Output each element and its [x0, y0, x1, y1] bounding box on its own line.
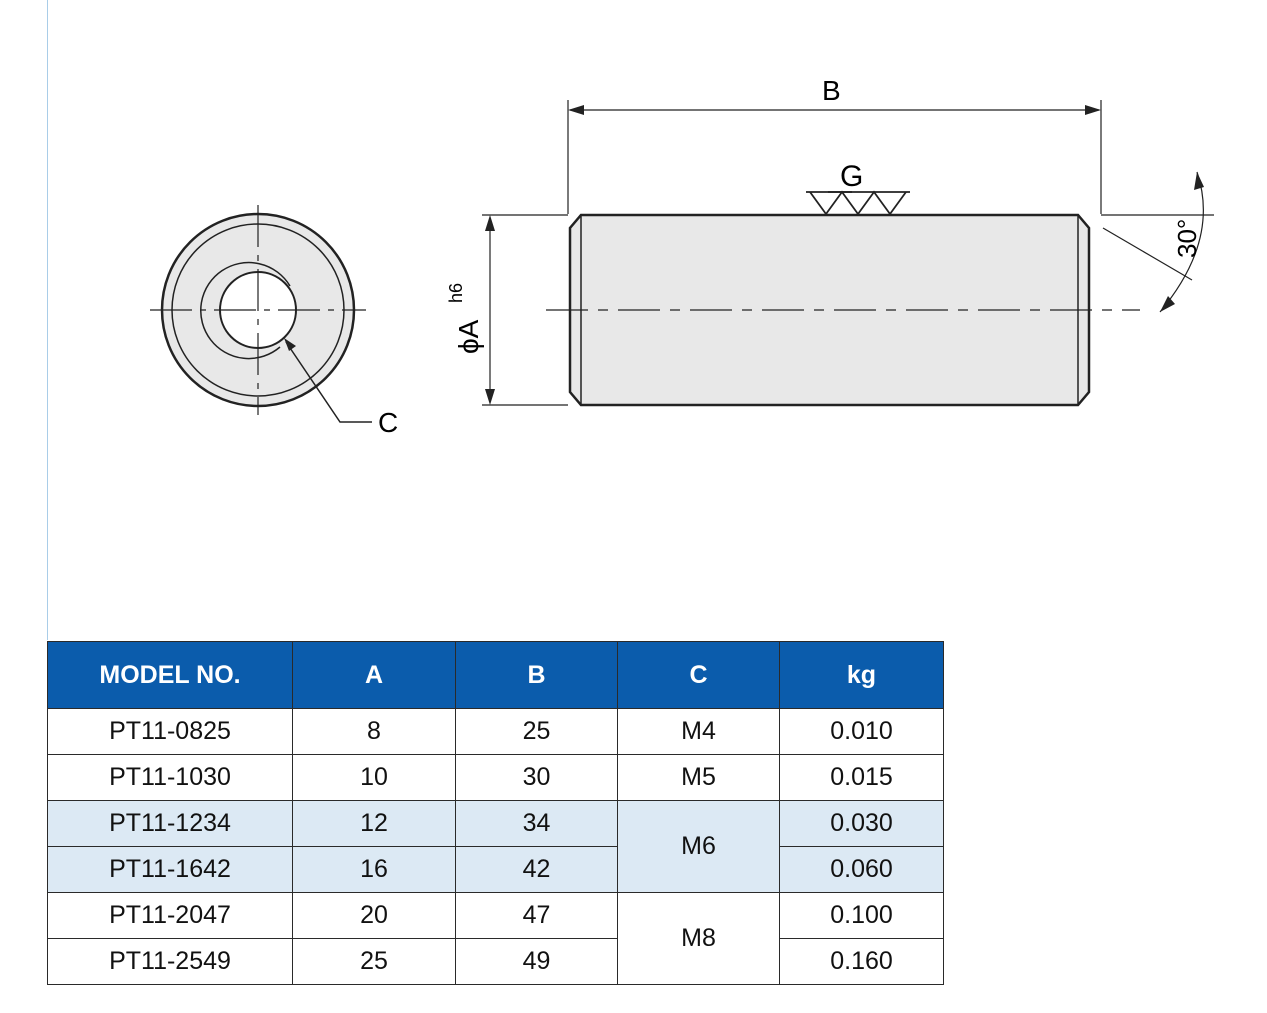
table-row: PT11-1234 12 34 M6 0.030 [47, 800, 944, 893]
a-cell: 20 [292, 892, 456, 939]
model-cell: PT11-1642 [47, 846, 293, 893]
table-row: PT11-0825 8 25 M4 0.010 [47, 708, 944, 755]
grind-label: G [840, 160, 863, 193]
chamfer-angle-dimension [1101, 171, 1214, 313]
c-cell: M6 [617, 800, 780, 893]
b-cell: 25 [455, 708, 618, 755]
leader-arrowhead [284, 338, 296, 351]
model-cell: PT11-1030 [47, 754, 293, 801]
a-cell: 16 [292, 846, 456, 893]
table-header-row: MODEL NO. A B C kg [47, 641, 944, 709]
a-cell: 10 [292, 754, 456, 801]
kg-cell: 0.015 [779, 754, 944, 801]
model-cell: PT11-2549 [47, 938, 293, 985]
side-view [546, 213, 1140, 407]
b-cell: 34 [455, 800, 618, 847]
left-border-line [47, 0, 48, 640]
a-cell: 25 [292, 938, 456, 985]
length-dimension [567, 100, 1102, 214]
header-model-no: MODEL NO. [47, 641, 293, 709]
surface-finish-symbol [806, 190, 910, 216]
spec-table: MODEL NO. A B C kg PT11-0825 8 25 M4 0.0… [47, 641, 944, 985]
kg-cell: 0.100 [779, 892, 944, 939]
triangle-marks [809, 190, 907, 216]
a-cell: 12 [292, 800, 456, 847]
b-cell: 47 [455, 892, 618, 939]
diameter-label: ϕA [453, 319, 484, 354]
length-label: B [822, 75, 841, 106]
end-view [150, 205, 372, 423]
arrow-top [485, 215, 495, 231]
b-cell: 30 [455, 754, 618, 801]
tolerance-label: h6 [446, 283, 466, 303]
kg-cell: 0.060 [779, 846, 944, 893]
arrow-bottom [485, 389, 495, 405]
table-row: PT11-1642 16 42 0.060 [47, 846, 944, 893]
c-cell: M8 [617, 892, 780, 985]
header-a: A [292, 641, 456, 709]
model-cell: PT11-1234 [47, 800, 293, 847]
header-c: C [617, 641, 780, 709]
thread-arc [200, 261, 291, 360]
model-cell: PT11-2047 [47, 892, 293, 939]
kg-cell: 0.030 [779, 800, 944, 847]
thread-leader-line [285, 341, 372, 423]
arrow-right [1085, 105, 1101, 115]
header-kg: kg [779, 641, 944, 709]
angle-arrow-bottom [1160, 296, 1175, 312]
angle-arrow-top [1194, 172, 1204, 190]
technical-drawing: C B G ϕA h6 30° [150, 75, 1214, 438]
kg-cell: 0.010 [779, 708, 944, 755]
table-row: PT11-2047 20 47 M8 0.100 [47, 892, 944, 985]
angle-extension-slanted [1102, 227, 1193, 281]
b-cell: 49 [455, 938, 618, 985]
kg-cell: 0.160 [779, 938, 944, 985]
chamfer-angle-label: 30° [1172, 219, 1202, 258]
arrow-left [568, 105, 584, 115]
a-cell: 8 [292, 708, 456, 755]
c-cell: M5 [617, 754, 780, 801]
b-cell: 42 [455, 846, 618, 893]
thread-label: C [378, 407, 398, 438]
diameter-dimension [482, 214, 568, 406]
c-cell: M4 [617, 708, 780, 755]
table-row: PT11-2549 25 49 0.160 [47, 938, 944, 985]
header-b: B [455, 641, 618, 709]
table-row: PT11-1030 10 30 M5 0.015 [47, 754, 944, 801]
model-cell: PT11-0825 [47, 708, 293, 755]
